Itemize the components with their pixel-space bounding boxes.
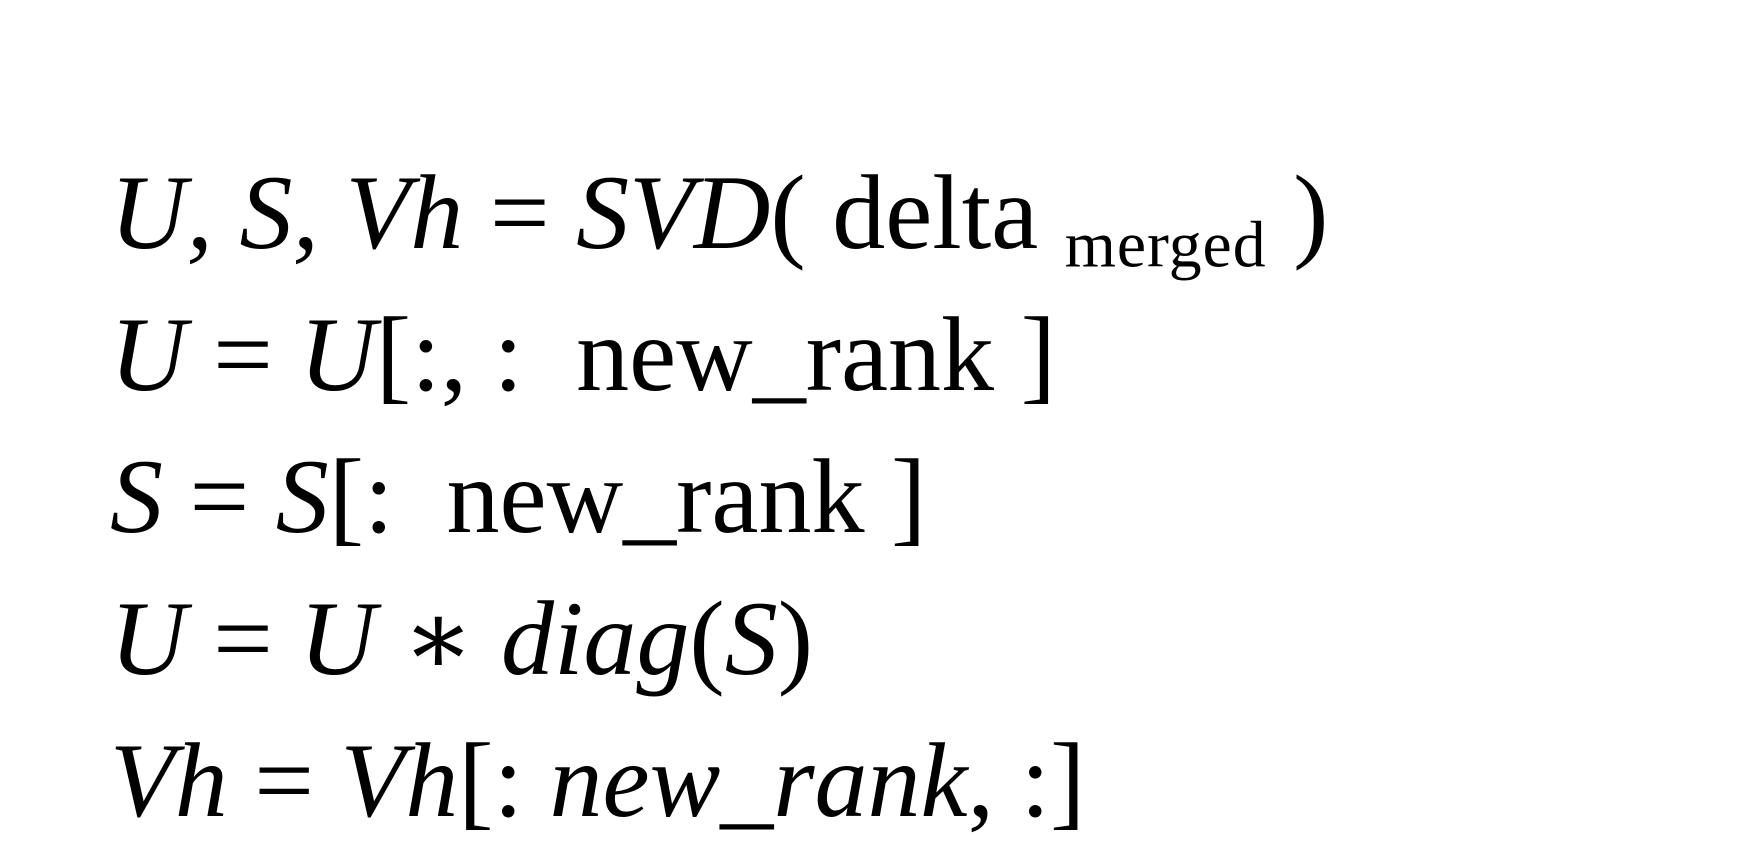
equation-line-u-scale: U = U ∗ diag(S) [4,426,1762,697]
svd-function-name: SVD [576,154,771,271]
new-rank-identifier: new_rank [576,296,995,413]
rhs-variable: S [275,438,329,555]
close-paren: ) [777,580,814,697]
open-paren: ( [689,580,725,697]
rhs-variable: U [299,580,376,697]
slice-open: [: [458,722,550,839]
equation-line-vh-slice: Vh = Vh[: new_rank, :] [4,568,1762,839]
rhs-variable: U [299,296,376,413]
new-rank-identifier: new_rank [549,722,968,839]
merged-subscript: merged [1064,208,1267,282]
delta-operand: ( delta [770,154,1065,271]
equation-line-svd: U, S, Vh = SVD( delta merged ) [4,0,1762,281]
equals-sign: = [463,154,577,271]
s-argument: S [724,580,778,697]
slice-open: [:, : [375,296,577,413]
slice-close: ] [994,296,1056,413]
lhs-variable: Vh [110,722,228,839]
equals-sign: = [163,438,276,555]
equals-sign: = [227,722,341,839]
diag-function-name: diag [500,580,690,697]
equals-sign: = [186,296,300,413]
lhs-variable: U [110,296,187,413]
equals-sign: = [186,580,300,697]
lhs-variable: U [110,580,187,697]
math-variables: U, S, Vh [110,154,464,271]
slice-open: [: [328,438,447,555]
lhs-variable: S [110,438,163,555]
new-rank-identifier: new_rank [446,438,865,555]
equation-line-ab-assign: Amerged_approx , Bmerged_approx = Vh, U [4,710,1762,852]
equation-line-u-slice: U = U[:, : new_rank ] [4,142,1762,413]
slice-close: ] [864,438,927,555]
slice-close: , :] [967,722,1086,839]
equation-line-s-slice: S = S[: new_rank ] [4,284,1762,555]
rhs-variable: Vh [340,722,459,839]
asterisk-operator: ∗ [375,580,501,697]
close-paren: ) [1266,154,1329,271]
